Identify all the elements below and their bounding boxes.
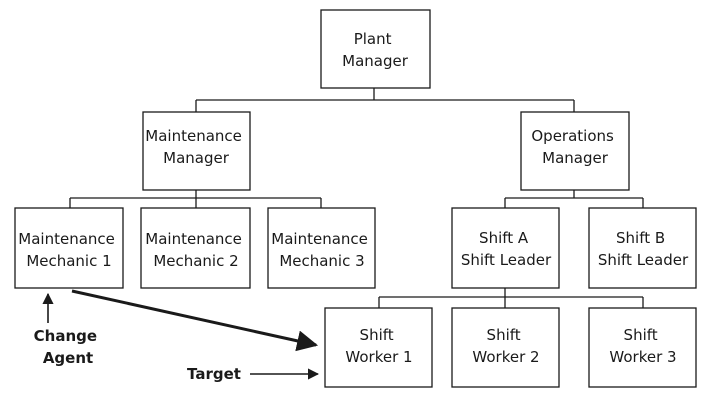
- svg-text:Shift Worker 2: Shift Worker 2: [472, 326, 539, 366]
- target-label: Target: [187, 365, 241, 383]
- plant-manager-node: Plant Manager: [320, 9, 431, 89]
- maintenance-manager-node: Maintenance Manager: [142, 111, 251, 191]
- svg-text:Shift B Shift Leader: Shift B Shift Leader: [598, 229, 689, 269]
- svg-text:Maintenance Manager: Maintenance Manager: [145, 127, 246, 167]
- influence-arrow: [71, 289, 319, 352]
- svg-text:Shift Worker 1: Shift Worker 1: [345, 326, 412, 366]
- svg-text:Shift Worker 3: Shift Worker 3: [609, 326, 676, 366]
- shift-worker-2-node: Shift Worker 2: [451, 307, 560, 388]
- shift-a-leader-node: Shift A Shift Leader: [451, 207, 560, 289]
- svg-text:Plant Manager: Plant Manager: [342, 30, 409, 70]
- connectors: [69, 88, 644, 308]
- svg-text:Shift A Shift Leader: Shift A Shift Leader: [461, 229, 552, 269]
- connector-shift-a-to-workers: [378, 288, 644, 308]
- svg-text:Maintenance Mechanic 1: Maintenance Mechanic 1: [18, 230, 119, 270]
- shift-worker-1-node: Shift Worker 1: [324, 307, 433, 388]
- maintenance-mechanic-3-node: Maintenance Mechanic 3: [267, 207, 376, 289]
- change-agent-label: Change Agent: [34, 327, 103, 367]
- shift-b-leader-node: Shift B Shift Leader: [588, 207, 697, 289]
- shift-worker-3-node: Shift Worker 3: [588, 307, 697, 388]
- connector-plant-to-managers: [195, 88, 575, 112]
- connector-operations-to-leaders: [504, 190, 644, 208]
- svg-text:Maintenance Mechanic 2: Maintenance Mechanic 2: [145, 230, 246, 270]
- connector-maintenance-to-mechanics: [69, 190, 322, 208]
- operations-manager-node: Operations Manager: [520, 111, 630, 191]
- svg-text:Operations Manager: Operations Manager: [531, 127, 618, 167]
- svg-text:Maintenance Mechanic 3: Maintenance Mechanic 3: [271, 230, 372, 270]
- maintenance-mechanic-1-node: Maintenance Mechanic 1: [14, 207, 124, 289]
- maintenance-mechanic-2-node: Maintenance Mechanic 2: [140, 207, 251, 289]
